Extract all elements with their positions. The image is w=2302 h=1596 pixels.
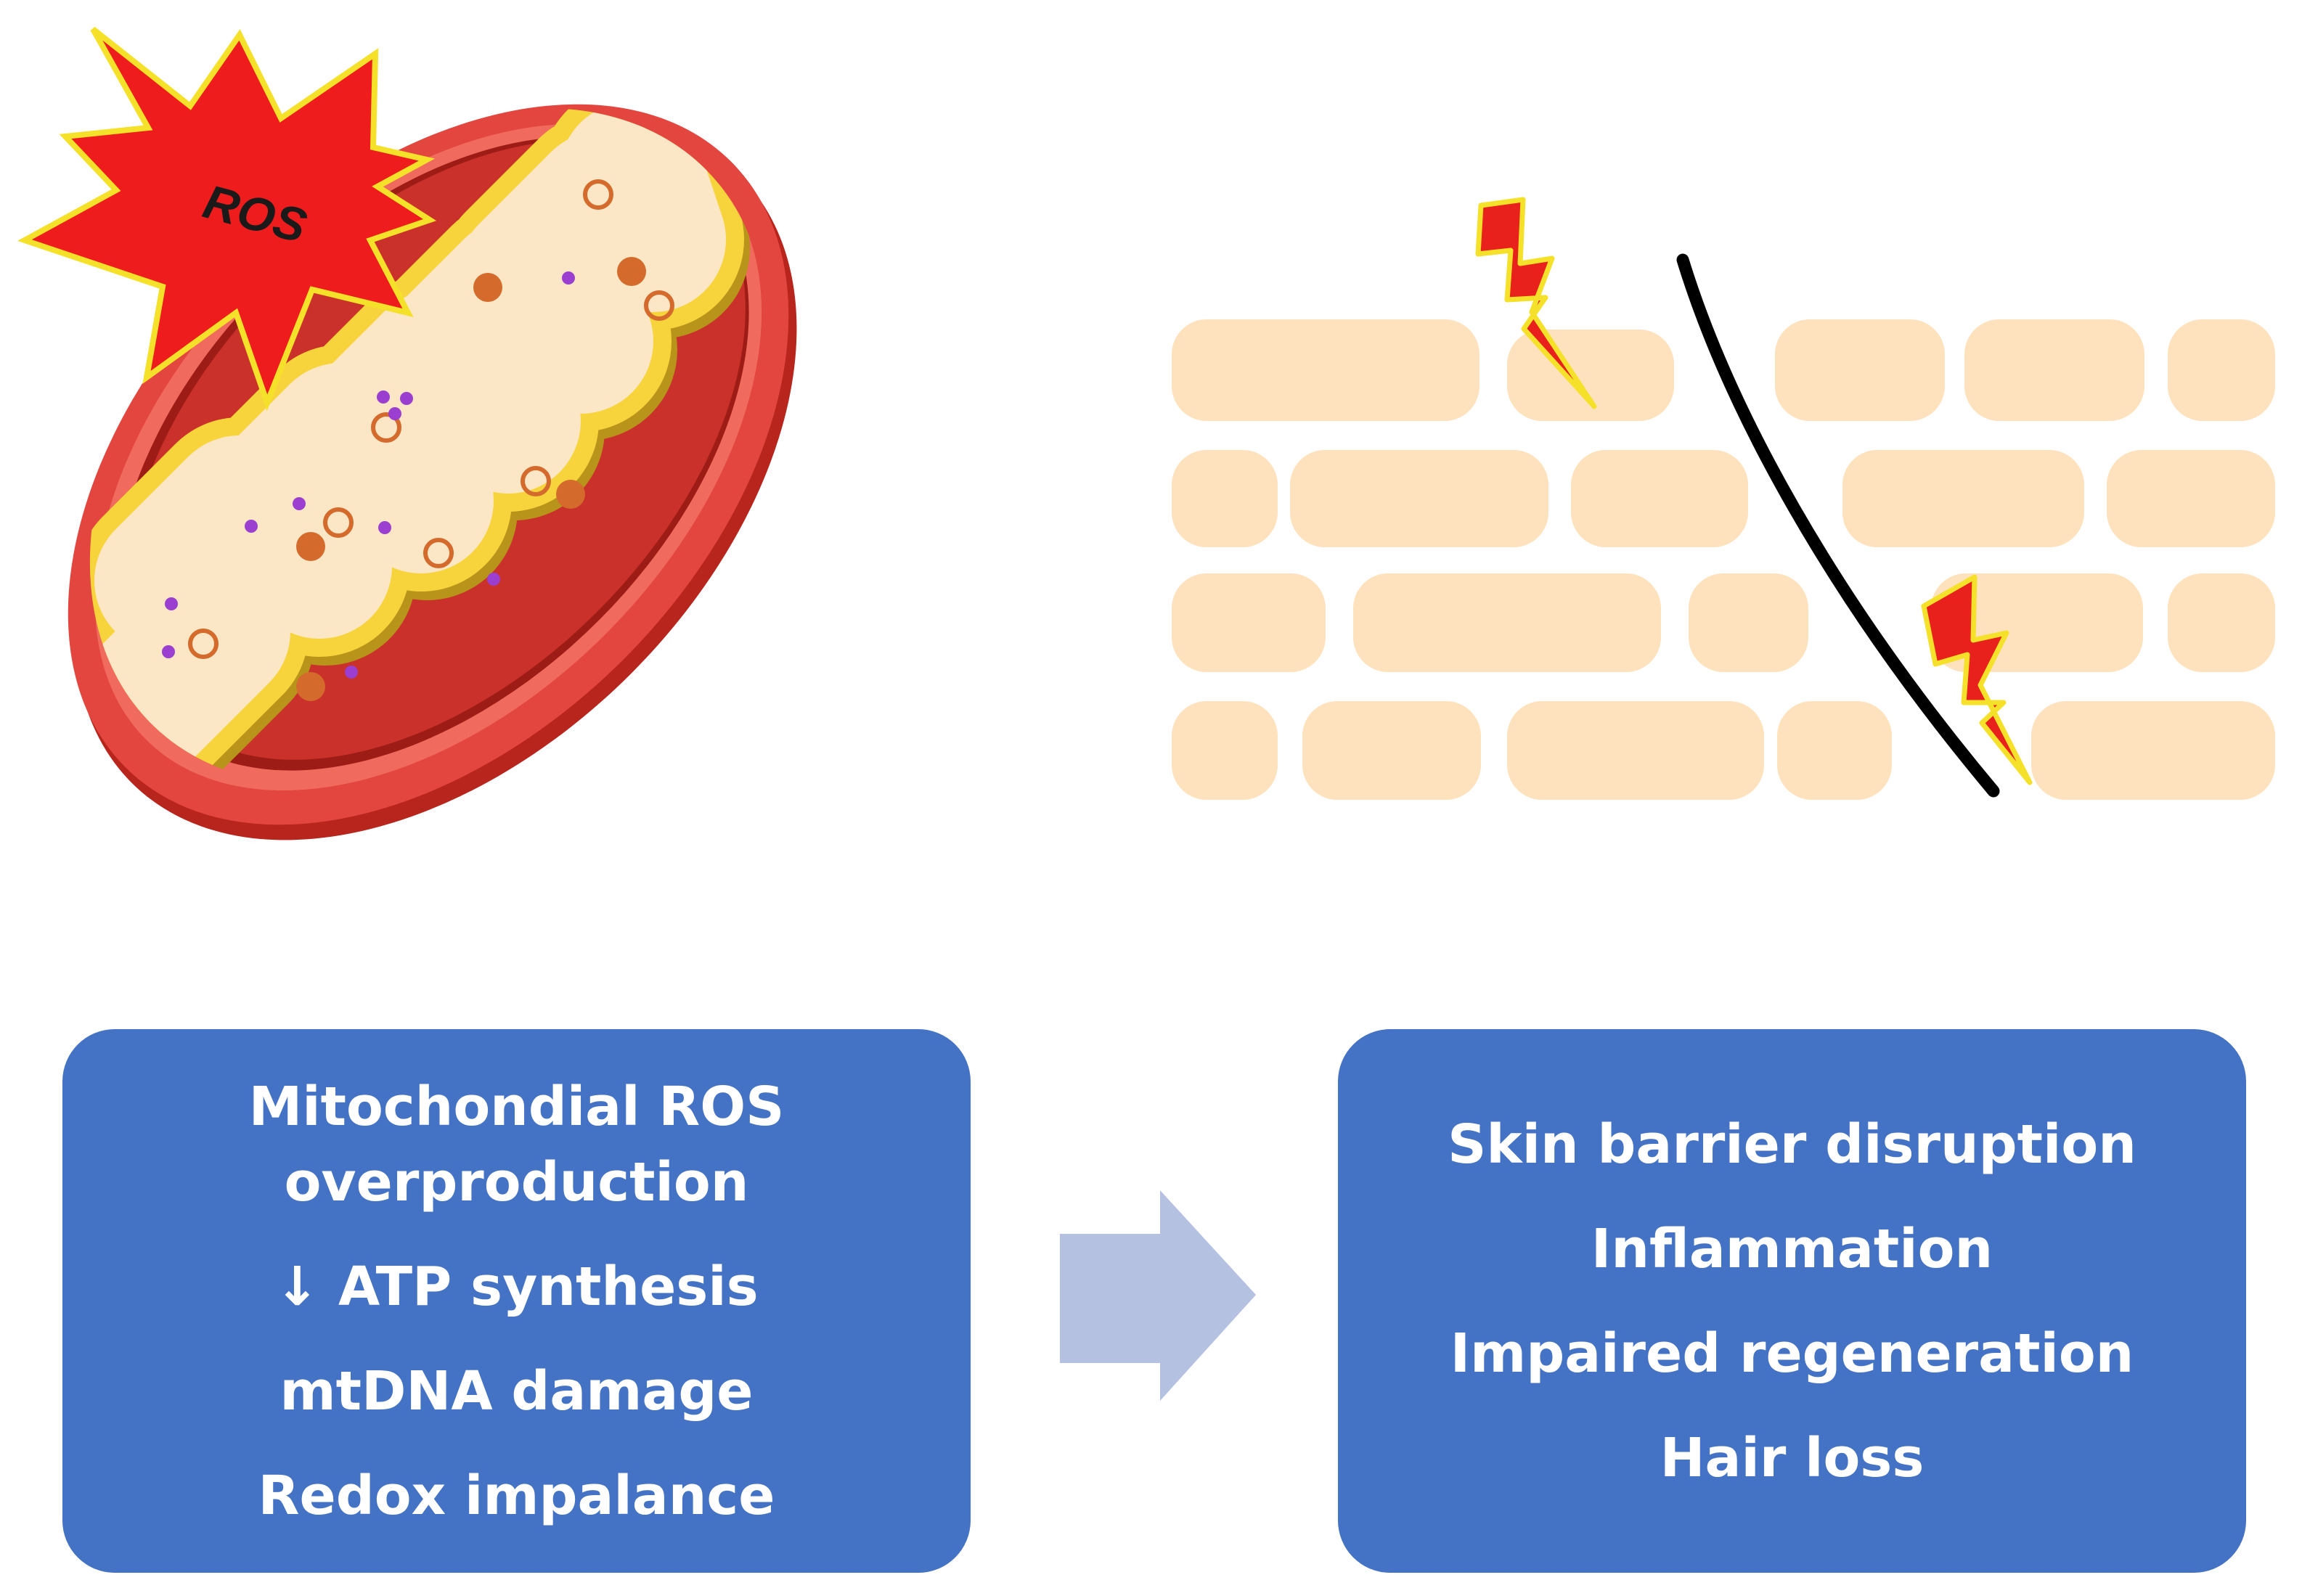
brick [1172,319,1479,421]
brick [1172,450,1278,547]
brick [2168,573,2275,672]
left-box-item: ↓ ATP synthesis [274,1255,759,1318]
left-box-item: mtDNA damage [279,1359,754,1423]
crack-line-icon [1676,253,2000,798]
brick [1507,330,1674,421]
right-box-item: Skin barrier disruption [1448,1113,2136,1176]
right-box-item: Inflammation [1591,1217,1993,1280]
right-arrow-icon [1060,1190,1256,1401]
brick [1842,450,2084,547]
matrix-particles [162,179,674,701]
left-box-title-line: Mitochondial ROS [248,1075,785,1138]
left-box-title-line: overproduction [284,1150,749,1214]
left-box-title: Mitochondial ROS overproduction [249,1069,785,1220]
lightning-bolt-icon [1475,197,1597,409]
left-box-item: Redox impalance [258,1464,775,1527]
right-effects-box: Skin barrier disruption Inflammation Imp… [1338,1029,2246,1573]
brick [1775,319,1945,421]
brick [1172,573,1326,672]
brick [1302,701,1481,800]
brick [1290,450,1548,547]
brick [1777,701,1892,800]
brick [2107,450,2275,547]
brick [2168,319,2275,421]
brick [1507,701,1764,800]
brick [1964,319,2144,421]
right-box-item: Hair loss [1660,1426,1925,1489]
brick [1172,701,1278,800]
lightning-bolt-icon [1921,574,2033,785]
skin-brick-wall-icon [1172,319,2275,800]
ros-burst-icon: ROS [17,26,437,412]
brick [1571,450,1748,547]
brick [1353,573,1661,672]
left-effects-box: Mitochondial ROS overproduction ↓ ATP sy… [62,1029,971,1573]
brick [1689,573,1808,672]
right-box-item: Impaired regeneration [1450,1322,2134,1385]
brick [2031,701,2275,800]
